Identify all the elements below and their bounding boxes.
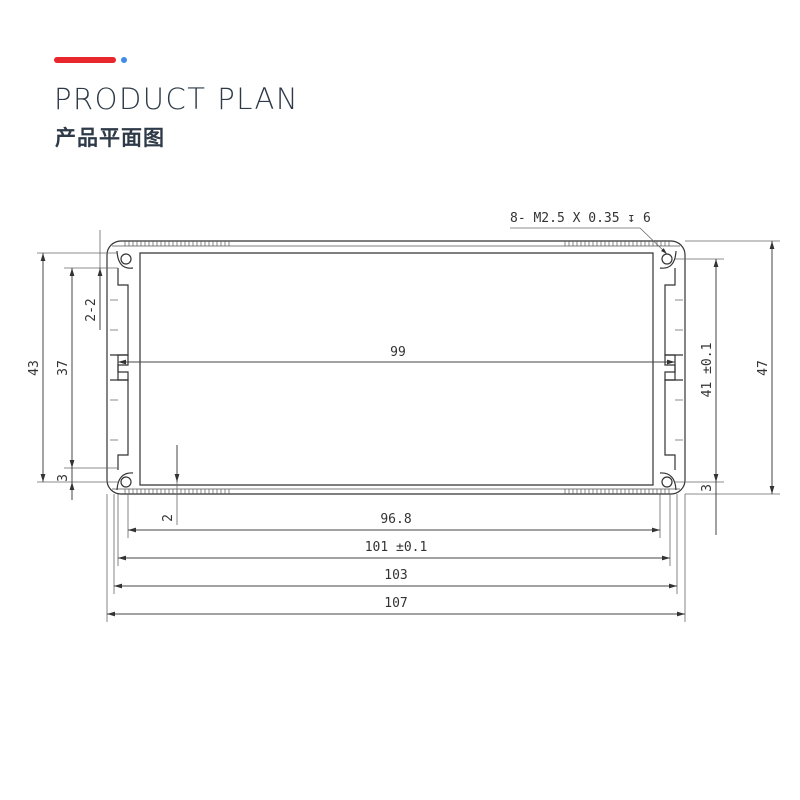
enclosure-profile [106,240,686,495]
header: PRODUCT PLAN 产品平面图 [0,0,800,170]
left-dimensions: 43 37 3 2-2 [27,230,118,500]
left-center-slot [110,354,129,381]
right-dimensions: 47 41 ±0.1 3 [675,240,780,535]
dim-height-outer: 47 [756,360,771,376]
dim-height-left: 43 [27,360,42,376]
dim-bottom-right: 3 [700,484,715,492]
screw-hole-bl [120,476,132,488]
boss-bl [116,472,134,491]
dim-height-right: 41 ±0.1 [700,343,715,398]
right-center-slot [664,354,683,381]
right-recesses [675,299,683,441]
screw-hole-br [661,476,673,488]
accent-bar [54,57,116,63]
page-subtitle: 产品平面图 [55,126,165,150]
screw-hole-tl [120,253,132,265]
dim-w1: 96.8 [380,512,411,527]
right-wall [664,268,676,470]
dim-inner-width: 99 [390,345,406,360]
outer-outline [106,240,686,495]
inner-cavity [139,252,654,486]
screw-hole-tr [661,253,673,265]
boss-tr [659,250,677,269]
accent-dot [121,57,127,63]
dim-w3: 103 [384,568,407,583]
boss-br [659,472,677,491]
left-wall [117,268,129,470]
dim-slot: 2-2 [84,298,99,321]
boss-tl [116,250,134,269]
left-recesses [110,299,118,441]
dim-height-inner: 37 [56,360,71,376]
page-title: PRODUCT PLAN [54,82,300,116]
thread-note: 8- M2.5 X 0.35 ↧ 6 [510,211,651,226]
horizontal-dimensions: 99 2 96.8 101 ±0.1 103 107 [106,345,686,622]
surface-ribs [112,241,680,494]
thread-callout: 8- M2.5 X 0.35 ↧ 6 [510,211,668,255]
dim-wall: 2 [161,514,176,522]
dim-w2: 101 ±0.1 [365,540,428,555]
dim-w4: 107 [384,596,407,611]
dim-bottom-left: 3 [56,474,71,482]
